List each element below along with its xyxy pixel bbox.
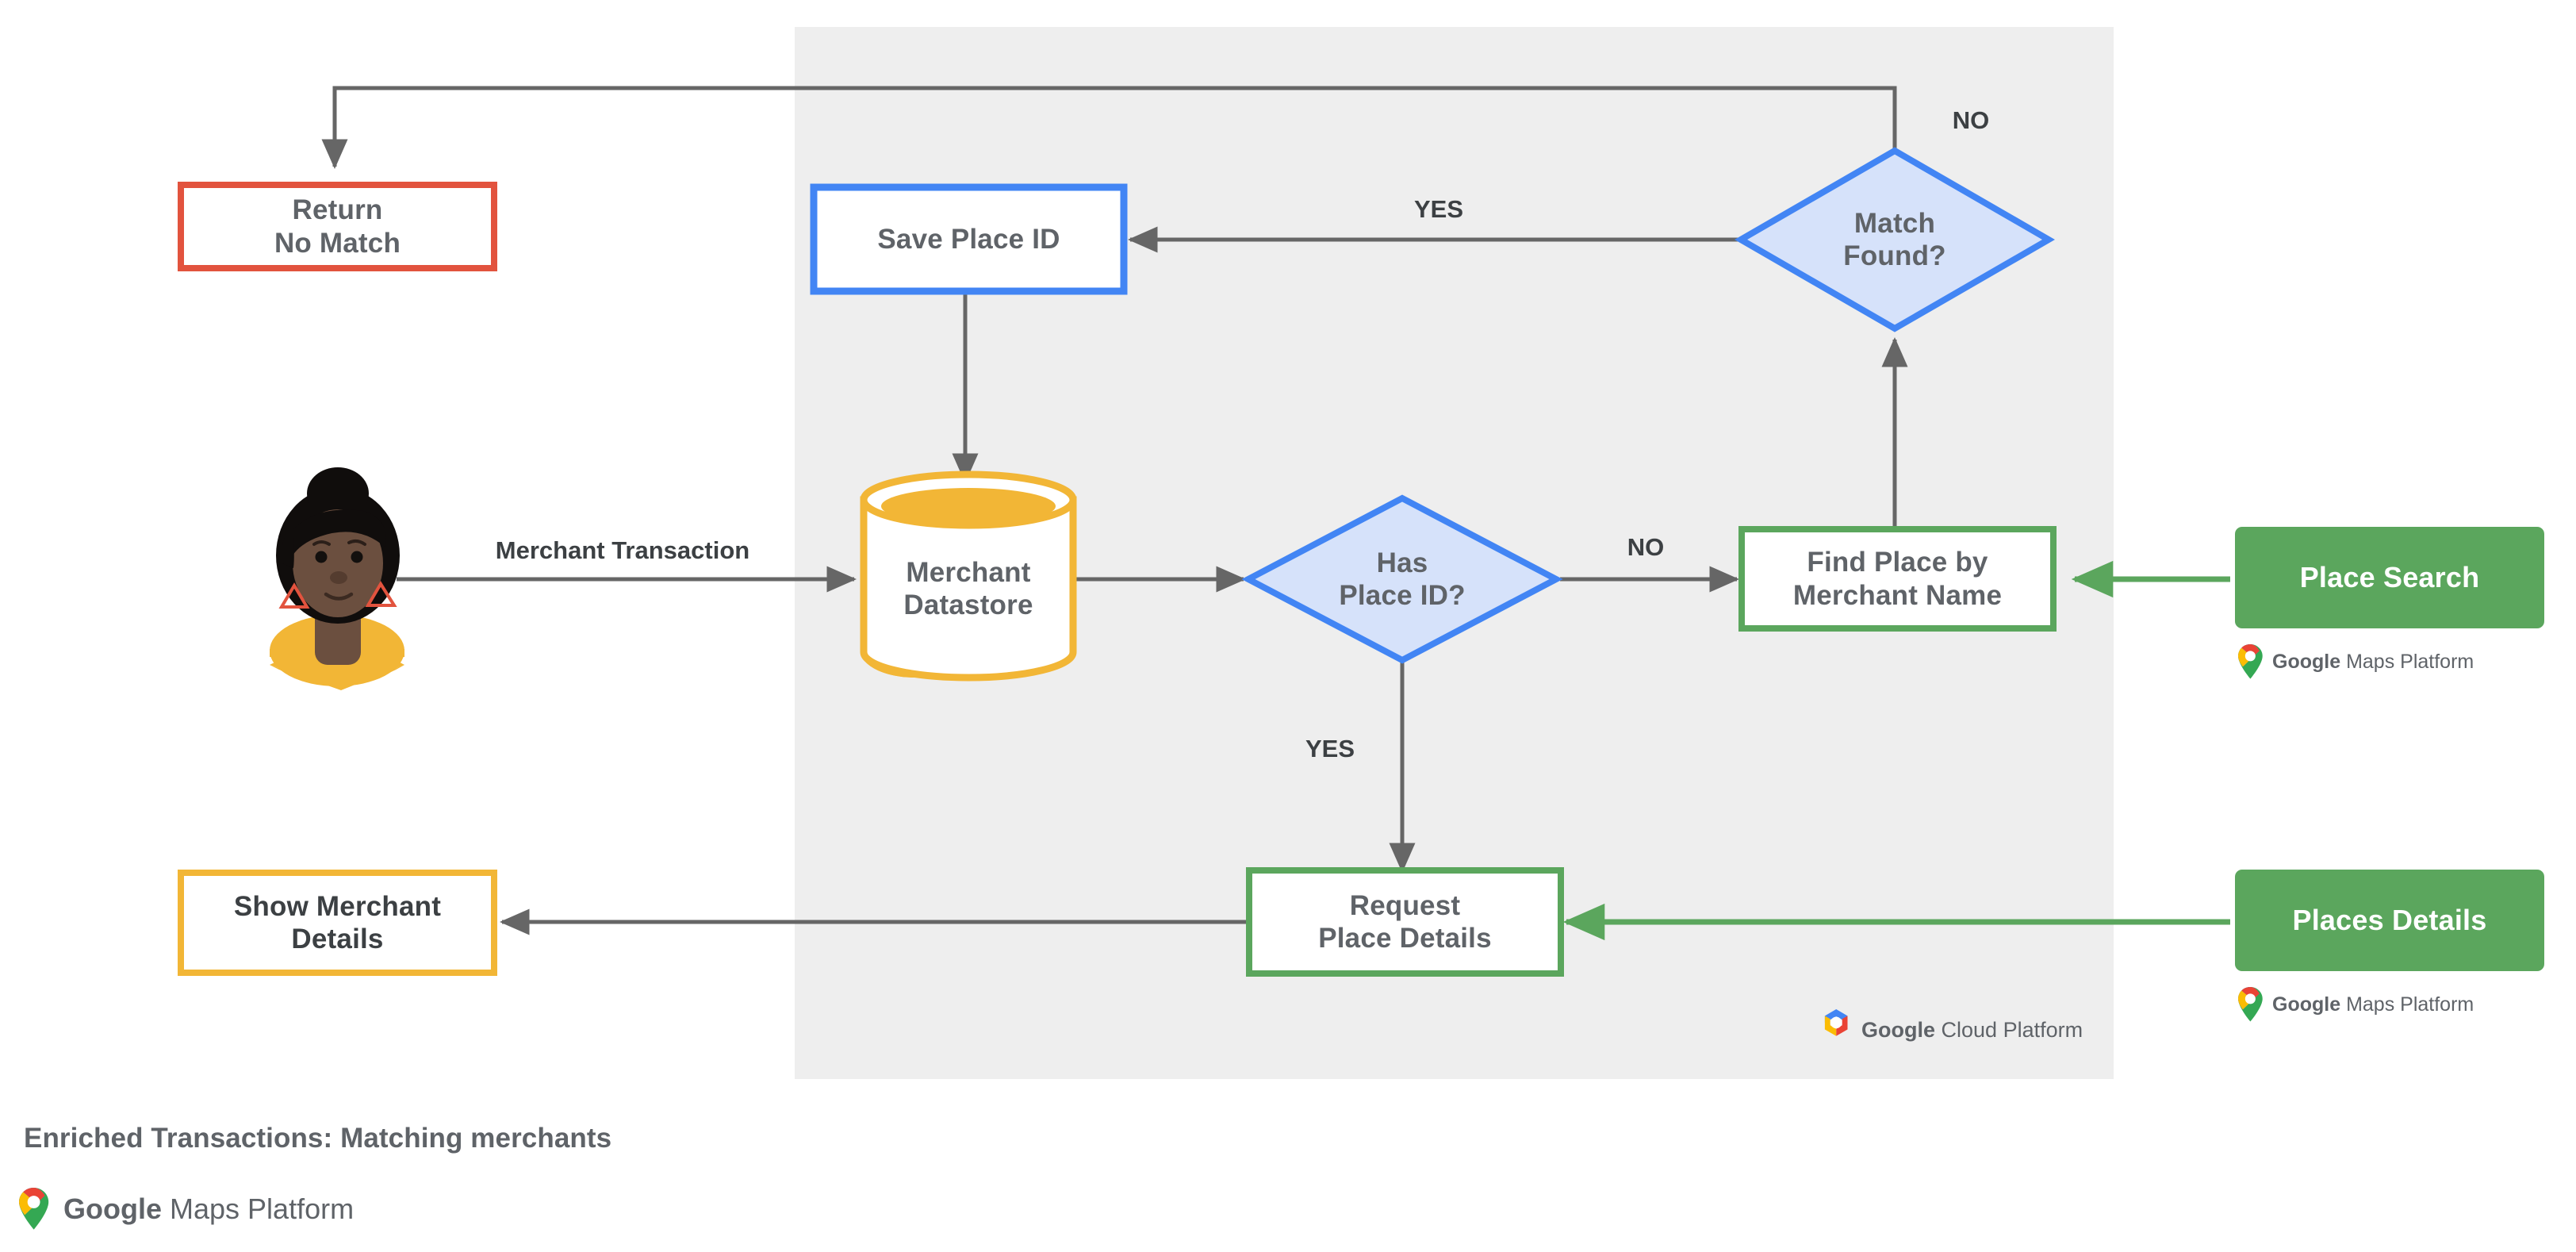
edge-label-merchant-transaction: Merchant Transaction: [495, 536, 750, 564]
node-has-place-id[interactable]: [1241, 494, 1563, 664]
node-places-details-button[interactable]: [2235, 870, 2544, 971]
merchant-user-avatar-icon: [270, 467, 404, 690]
node-merchant-datastore[interactable]: [860, 470, 1077, 682]
node-show-merchant-details[interactable]: [178, 870, 497, 976]
edge-label-no-match-found: NO: [1952, 106, 1990, 134]
gcp-word-cloud-platform: Cloud Platform: [1941, 1017, 2083, 1042]
node-save-place-id[interactable]: [810, 183, 1128, 295]
maps-platform-wordmark-places-details: Google Maps Platform: [2265, 987, 2474, 1022]
google-maps-pin-icon-place-search: [2238, 644, 2263, 679]
maps-platform-wordmark-caption: Google Maps Platform: [52, 1187, 354, 1231]
cloud-platform-wordmark: Google Cloud Platform: [1853, 1012, 2083, 1047]
gmp-word-google-2: Google: [2272, 993, 2341, 1016]
node-request-place-details[interactable]: [1246, 867, 1564, 977]
gmp-word-maps-platform-1: Maps Platform: [2346, 650, 2474, 673]
gmp-word-google-3: Google: [63, 1192, 162, 1225]
google-maps-pin-icon-places-details: [2238, 987, 2263, 1022]
edge-label-yes-has-place-id: YES: [1305, 735, 1355, 762]
google-maps-pin-icon-caption: [19, 1188, 49, 1230]
node-match-found[interactable]: [1734, 147, 2056, 332]
google-cloud-platform-hex-icon: [1824, 1009, 1848, 1036]
maps-platform-wordmark-place-search: Google Maps Platform: [2265, 644, 2474, 679]
page-title: Enriched Transactions: Matching merchant…: [24, 1123, 612, 1154]
node-place-search-button[interactable]: [2235, 527, 2544, 628]
gmp-word-maps-platform-3: Maps Platform: [170, 1192, 355, 1225]
edge-no-to-return-no-match: [321, 86, 1897, 170]
edge-label-yes-match-found: YES: [1413, 195, 1464, 223]
node-return-no-match[interactable]: [178, 182, 497, 271]
gmp-word-maps-platform-2: Maps Platform: [2346, 993, 2474, 1016]
edge-label-no-has-place-id: NO: [1627, 533, 1665, 561]
node-find-place-by-merchant-name[interactable]: [1738, 526, 2057, 632]
gcp-word-google: Google: [1861, 1017, 1935, 1042]
gmp-word-google-1: Google: [2272, 650, 2341, 673]
